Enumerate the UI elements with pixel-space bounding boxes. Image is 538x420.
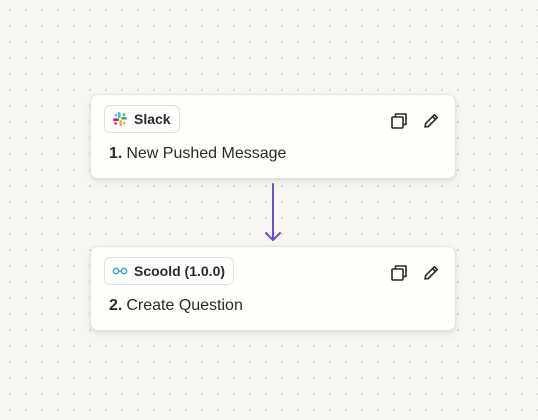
step-card-1[interactable]: Slack 1.New Pushed Message <box>90 94 456 179</box>
app-chip-slack[interactable]: Slack <box>104 105 180 133</box>
pencil-icon <box>424 266 438 280</box>
card-actions <box>389 263 441 283</box>
step-number: 2. <box>109 297 123 314</box>
step-name: New Pushed Message <box>126 145 287 162</box>
pencil-icon <box>424 114 438 128</box>
duplicate-icon <box>391 265 407 281</box>
duplicate-button[interactable] <box>389 111 409 131</box>
app-chip-scoold[interactable]: Scoold (1.0.0) <box>104 257 235 285</box>
app-name: Slack <box>134 111 171 127</box>
step-title: 2.Create Question <box>109 297 243 315</box>
app-name: Scoold (1.0.0) <box>134 263 226 279</box>
step-title: 1.New Pushed Message <box>109 145 286 163</box>
slack-icon <box>112 111 128 127</box>
duplicate-icon <box>391 113 407 129</box>
duplicate-button[interactable] <box>389 263 409 283</box>
edit-button[interactable] <box>421 263 441 283</box>
step-connector <box>262 182 284 244</box>
edit-button[interactable] <box>421 111 441 131</box>
step-number: 1. <box>109 145 123 162</box>
scoold-icon <box>112 263 128 279</box>
step-card-2[interactable]: Scoold (1.0.0) 2.Create Question <box>90 246 456 331</box>
step-name: Create Question <box>126 297 243 314</box>
card-actions <box>389 111 441 131</box>
arrow-down-icon <box>265 183 281 241</box>
